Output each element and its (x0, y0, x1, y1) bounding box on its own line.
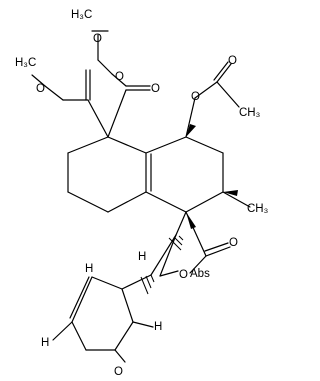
bond (216, 63, 232, 83)
label-h-furan-3: H (41, 337, 49, 349)
label-h-furan-2: H (154, 321, 162, 333)
bond (121, 288, 134, 323)
hashed-bond (168, 235, 184, 251)
label-o-acetate: O (191, 91, 200, 103)
bond (111, 73, 127, 87)
bond (145, 136, 187, 154)
bond (145, 191, 187, 213)
bond-lines (31, 30, 251, 363)
bond (91, 276, 123, 290)
label-h3c-top: H₃C (71, 9, 92, 21)
bond (107, 136, 147, 154)
bond (150, 234, 177, 276)
bond (114, 349, 126, 363)
bond (132, 321, 154, 328)
atom-labels: H₃C H₃C O O O O O O CH₃ CH₃ O O Abs H H … (15, 9, 269, 378)
bond (185, 136, 224, 154)
label-h3c-left: H₃C (15, 57, 36, 69)
hashed-bond (140, 274, 155, 295)
label-h-left: H (138, 251, 146, 263)
label-o-furan: O (114, 366, 123, 378)
bond (87, 99, 109, 138)
label-ch3-ring: CH₃ (247, 203, 269, 215)
bond (189, 255, 207, 274)
label-abs: Abs (190, 268, 210, 280)
label-o-lactone-carbonyl: O (229, 237, 238, 249)
bond (175, 211, 187, 236)
label-o-acetate-carbonyl: O (228, 55, 237, 67)
wedge-bond (186, 124, 196, 137)
wedge-bond (186, 212, 196, 229)
bond (222, 191, 251, 208)
bond (216, 81, 240, 108)
label-o-lactone: O (179, 269, 188, 281)
bond (159, 234, 177, 277)
bond (44, 85, 64, 101)
bond (69, 276, 90, 319)
bond (185, 191, 224, 213)
bond (67, 191, 109, 213)
bond (107, 89, 127, 138)
label-o-top-ester: O (93, 33, 102, 45)
bond (71, 276, 93, 323)
stereo-marks (140, 124, 238, 295)
bond (52, 321, 73, 341)
bond (194, 81, 218, 99)
label-o-carbonyl-ester: O (151, 83, 160, 95)
bond (205, 246, 231, 257)
bond (67, 136, 109, 154)
bond (107, 191, 147, 213)
chemical-structure-diagram: H₃C H₃C O O O O O O CH₃ CH₃ O O Abs H H … (15, 9, 269, 378)
bond (114, 321, 134, 351)
label-o-mid-ester: O (115, 71, 124, 83)
bond (31, 74, 46, 87)
bond (204, 242, 229, 252)
bond (71, 321, 87, 351)
bond (185, 97, 196, 138)
bond (97, 59, 113, 75)
label-h-furan-1: H (85, 263, 93, 275)
bond (213, 61, 229, 81)
wedge-bond (223, 190, 238, 196)
label-o-left-ester: O (36, 83, 45, 95)
bond (159, 270, 179, 277)
label-ch3-acetate: CH₃ (239, 107, 261, 119)
